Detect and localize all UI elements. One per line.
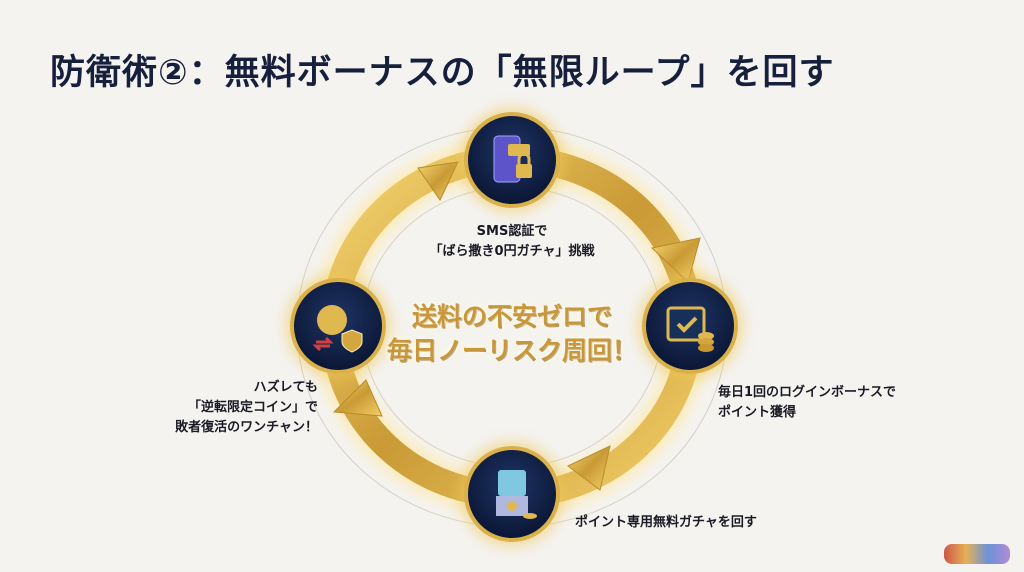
step-node-sms (464, 112, 560, 208)
center-message-line1: 送料の不安ゼロで (411, 302, 612, 331)
arrow-head-right (650, 237, 701, 283)
step-label-gacha: ポイント専用無料ガチャを回す (575, 513, 757, 533)
page-title: 防衛術②：無料ボーナスの「無限ループ」を回す (50, 53, 835, 93)
calendar-check-coins-icon (666, 306, 714, 352)
arrow-head-left (332, 379, 383, 417)
step-label-login: 毎日1回のログインボーナスで ポイント獲得 (718, 383, 896, 423)
label-line: ハズレても (253, 380, 318, 395)
smartphone-sms-lock-icon (493, 135, 532, 183)
center-message-line2: 毎日ノーリスク周回！ (386, 336, 637, 365)
label-line: 「ばら撒き0円ガチャ」挑戦 (429, 244, 595, 259)
label-line: 毎日1回のログインボーナスで (718, 385, 897, 400)
step-label-sms: SMS認証で 「ばら撒き0円ガチャ」挑戦 (412, 222, 612, 262)
label-line: ポイント獲得 (718, 405, 797, 420)
step-label-coin: ハズレても 「逆転限定コイン」で 敗者復活のワンチャン！ (118, 378, 318, 438)
gacha-machine-icon (496, 470, 537, 519)
brand-logo (944, 544, 1010, 564)
step-node-gacha (464, 446, 560, 542)
label-line: ポイント専用無料ガチャを回す (575, 515, 757, 530)
label-line: 「逆転限定コイン」で (187, 400, 318, 415)
arrow-head-bottom (567, 445, 611, 491)
step-node-login (642, 278, 738, 374)
center-message: 送料の不安ゼロで 毎日ノーリスク周回！ (362, 300, 662, 368)
arrow-head-top-left (417, 161, 459, 201)
label-line: 敗者復活のワンチャン！ (175, 420, 318, 435)
step-node-coin (290, 278, 386, 374)
label-line: SMS認証で (476, 224, 548, 239)
coin-shield-icon (312, 305, 363, 353)
